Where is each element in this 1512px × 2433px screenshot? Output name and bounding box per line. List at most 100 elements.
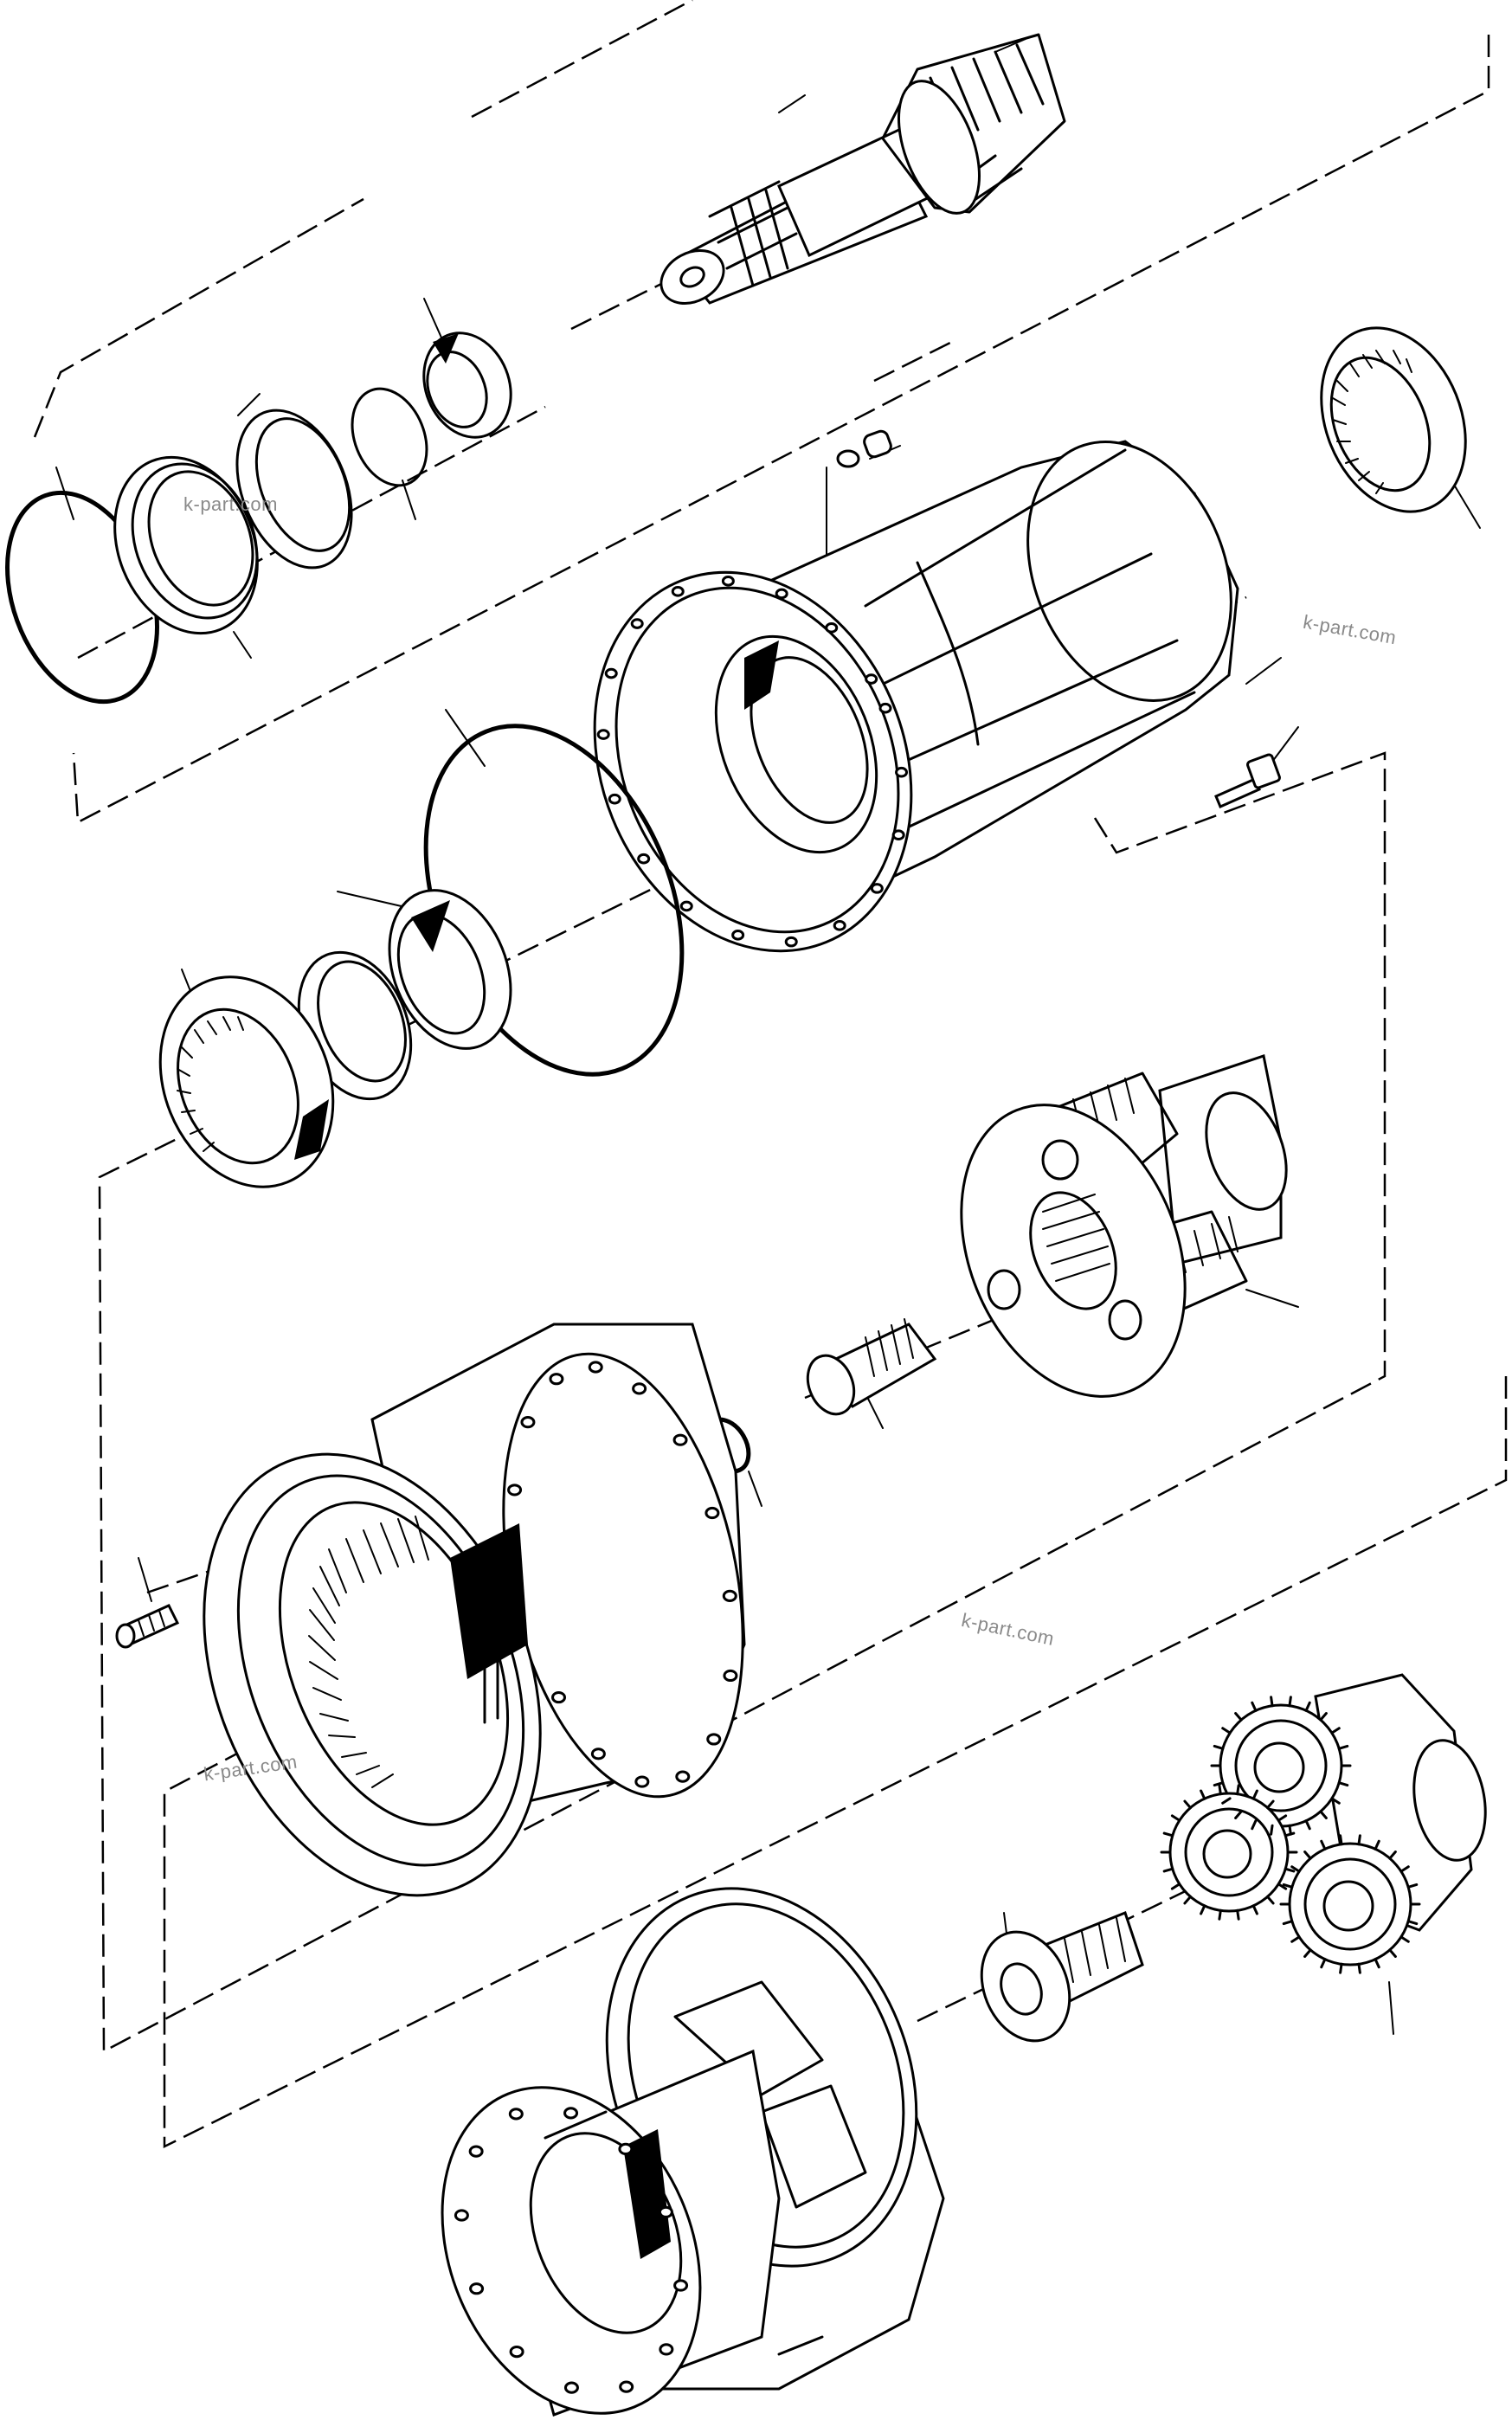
bolt-hole (551, 1690, 567, 1704)
bolt-hole (634, 1775, 650, 1788)
gear-tooth (1290, 1865, 1301, 1873)
gear-tooth (1320, 1958, 1327, 1969)
gear-tooth (1330, 1727, 1341, 1735)
bolt-hole (454, 2209, 469, 2222)
gear-tooth (1218, 1908, 1222, 1921)
oil-seal (113, 455, 259, 635)
gear-tooth (1234, 1712, 1243, 1722)
wheel-hub-ring-gear (203, 1323, 746, 1897)
gear-tooth (1388, 1948, 1397, 1958)
assembly-bracket-lines (33, 0, 1508, 2149)
bolt-hole (671, 586, 685, 597)
gear-tooth (1319, 1712, 1328, 1722)
bolt-hole (549, 1373, 564, 1386)
bolt-hole (618, 2142, 634, 2156)
bolt-hole (784, 936, 798, 948)
plug-and-washer (836, 429, 892, 468)
gear-tooth (1284, 1831, 1296, 1838)
bearing-cone-small (422, 331, 512, 439)
bolt-hole (891, 829, 905, 841)
gear-tooth (1406, 1883, 1419, 1889)
gear-tooth (1277, 1814, 1288, 1822)
bolt-hole (520, 1416, 536, 1429)
gear-tooth (1406, 1920, 1419, 1926)
gear-tooth (1337, 1781, 1349, 1787)
bolt-hole (870, 883, 884, 894)
gear-tooth (1221, 1797, 1232, 1805)
gear-tooth (1221, 1727, 1232, 1735)
bearing-cup (235, 409, 353, 570)
gear-tooth (1303, 1850, 1312, 1860)
gear-tooth (1330, 1797, 1341, 1805)
gear-tooth (1282, 1920, 1294, 1926)
watermark-1: k-part.com (183, 493, 278, 515)
bolt-hole (731, 930, 745, 941)
gear-tooth (1337, 1744, 1349, 1750)
bolt-hole (723, 1669, 738, 1683)
gear-tooth (1266, 1799, 1275, 1810)
bolt-hole (608, 793, 621, 805)
bolt-hole (507, 1484, 523, 1496)
gear-tooth (1236, 1908, 1240, 1921)
bolt-hole (679, 900, 693, 912)
bolt-hole (833, 920, 846, 931)
gear-tooth (1282, 1883, 1294, 1889)
bolt-hole (673, 2279, 689, 2292)
bolt-hole (706, 1733, 722, 1746)
gear-tooth (1399, 1865, 1410, 1873)
gear-tooth (1251, 1789, 1258, 1800)
hub-bolt-holes (507, 1361, 738, 1788)
gear-tooth (1183, 1799, 1192, 1810)
spindle-bolt-holes (454, 2107, 689, 2394)
gear-tooth (1304, 1701, 1311, 1712)
bolt-hole (865, 673, 878, 685)
bolt-hole (563, 2107, 579, 2120)
sun-gear-lower (980, 1911, 1144, 2043)
bolt-hole (468, 2145, 484, 2158)
bolt-hole (675, 1770, 691, 1783)
planet-carrier-upper (960, 1054, 1288, 1398)
gear-tooth (1162, 1867, 1174, 1873)
bolt-hole (825, 622, 839, 634)
bolt-hole (563, 2381, 579, 2394)
bolt-hole (590, 1748, 606, 1760)
gear-tooth (1290, 1935, 1301, 1943)
gear-tooth (1270, 1696, 1274, 1708)
set-screw (115, 1604, 180, 1649)
main-housing (593, 440, 1239, 953)
gear-tooth (1284, 1867, 1296, 1873)
roller-bearing-right (1320, 326, 1467, 513)
gear-tooth (1236, 1784, 1240, 1796)
gear-tooth (1234, 1810, 1243, 1819)
shim (351, 387, 428, 487)
bolt-hole (878, 702, 892, 714)
bolt-hole (632, 1382, 647, 1395)
bearing-cone-mid (388, 889, 512, 1050)
bolt-hole (637, 853, 651, 865)
gear-tooth (1357, 1834, 1361, 1846)
gear-tooth (1170, 1883, 1181, 1890)
gear-tooth (1319, 1810, 1328, 1819)
gear-tooth (1213, 1781, 1225, 1787)
bolt-hole (658, 2205, 673, 2218)
bolt-hole (721, 576, 735, 587)
bolt-hole (508, 2108, 524, 2121)
gear-tooth (1251, 1904, 1258, 1915)
housing-bolt-holes (596, 576, 909, 948)
gear-tooth (1303, 1948, 1312, 1958)
gear-tooth (1251, 1819, 1258, 1831)
bolt-hole (895, 766, 909, 778)
bolt-hole (619, 2380, 634, 2393)
gear-tooth (1200, 1904, 1206, 1915)
bolt-hole (469, 2282, 485, 2295)
gear-tooth (1374, 1958, 1380, 1969)
gear-tooth (1183, 1895, 1192, 1905)
gear-tooth (1357, 1962, 1361, 1974)
spindle-carrier (441, 1887, 945, 2417)
bolt-hole (588, 1361, 603, 1374)
roller-bearing-left (158, 975, 335, 1188)
pinion-shaft (659, 33, 1066, 305)
sun-pinion-small (806, 1318, 937, 1416)
gear-tooth (1200, 1789, 1206, 1800)
bolt-hole (596, 729, 610, 740)
